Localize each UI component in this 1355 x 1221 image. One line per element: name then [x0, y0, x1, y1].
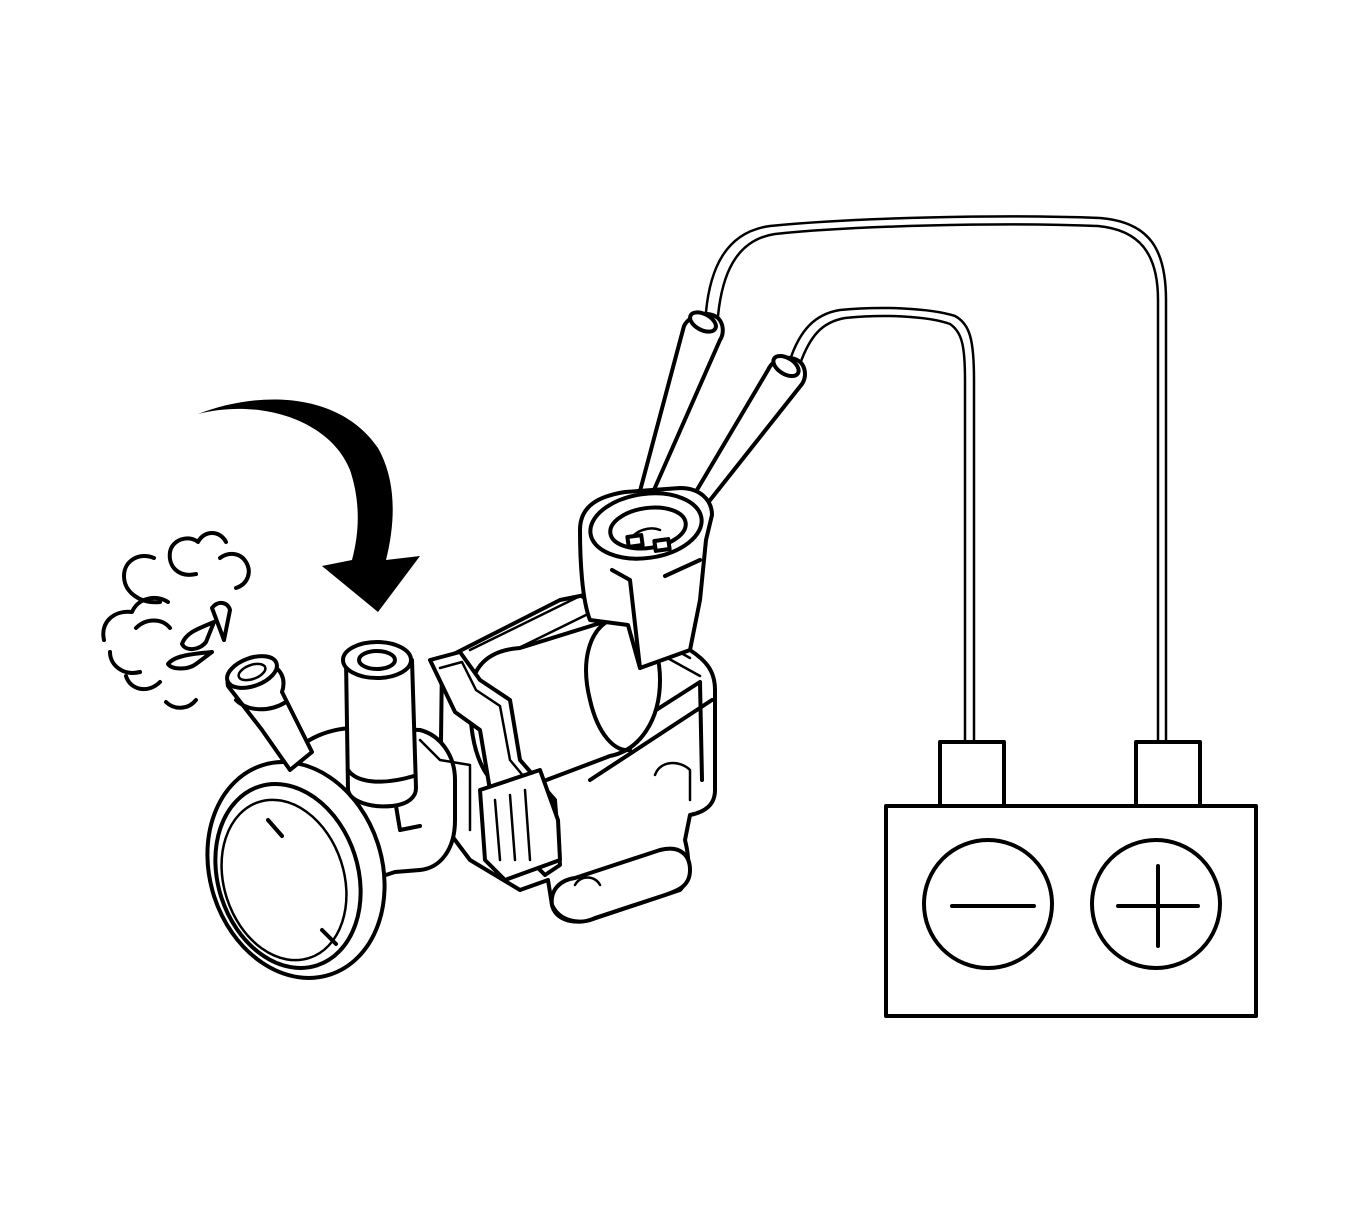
positive-terminal-icon: [1090, 838, 1222, 970]
battery-case: [884, 804, 1258, 1018]
wire-negative: [788, 306, 976, 744]
valve-assembly: [205, 486, 717, 980]
battery-positive-post: [1134, 740, 1202, 808]
negative-terminal-icon: [922, 838, 1054, 970]
round-outlet: [205, 760, 387, 980]
air-puff-icon: [101, 531, 251, 710]
top-nipple: [341, 640, 422, 832]
inlet-nipple: [225, 654, 314, 772]
electrical-connector: [578, 486, 714, 670]
rotation-arrow-icon: [198, 399, 420, 612]
wire-positive: [704, 215, 1168, 744]
battery-negative-post: [938, 740, 1006, 808]
lock-ribs: [478, 768, 562, 882]
mounting-tab: [549, 846, 692, 924]
battery: [884, 740, 1258, 1018]
